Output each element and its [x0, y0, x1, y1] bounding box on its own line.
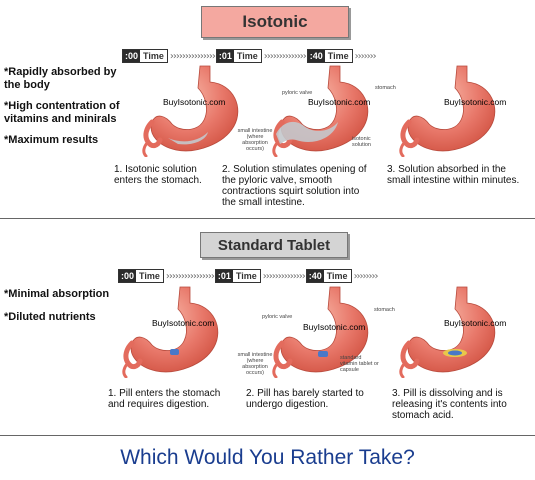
stomach-illustration — [395, 62, 505, 157]
standard-bullet: *Diluted nutrients — [4, 311, 96, 323]
timeline-arrows: ›››››››› — [353, 270, 379, 282]
label-standard-tablet: standard vitamin tablet or capsule — [340, 355, 379, 373]
watermark: BuyIsotonic.com — [163, 97, 226, 107]
label-isotonic-solution: isotonic solution — [352, 136, 371, 148]
closing-question: Which Would You Rather Take? — [120, 446, 415, 469]
watermark: BuyIsotonic.com — [444, 318, 507, 328]
isotonic-solution — [276, 121, 338, 144]
label-pyloric-valve: pyloric valve — [262, 314, 293, 320]
isotonic-bullet: *Rapidly absorbed by the body — [4, 66, 117, 91]
watermark: BuyIsotonic.com — [308, 97, 371, 107]
isotonic-bullet: *High contentration of vitamins and mini… — [4, 100, 120, 125]
isotonic-caption-2: 2. Solution stimulates opening of the py… — [222, 164, 367, 208]
standard-bullet: *Minimal absorption — [4, 288, 110, 300]
section-divider — [0, 435, 535, 436]
section-divider — [0, 218, 535, 219]
timeline-arrows: ›››››››››››››› — [262, 270, 306, 282]
stomach-illustration — [268, 62, 378, 157]
timeline-arrows: ›››››››››››››› — [263, 50, 307, 62]
label-pyloric-valve: pyloric valve — [282, 90, 313, 96]
standard-caption-1: 1. Pill enters the stomach and requires … — [108, 388, 221, 410]
isotonic-bullets: *Rapidly absorbed by the body *High cont… — [4, 66, 130, 155]
stomach-illustration — [395, 283, 505, 378]
standard-caption-2: 2. Pill has barely started to undergo di… — [246, 388, 364, 410]
standard-caption-3: 3. Pill is dissolving and is releasing i… — [392, 388, 507, 421]
isotonic-bullet: *Maximum results — [4, 134, 99, 146]
stomach-illustration — [118, 283, 228, 378]
isotonic-caption-1: 1. Isotonic solution enters the stomach. — [114, 164, 202, 186]
isotonic-title-text: Isotonic — [242, 12, 308, 31]
standard-bullets: *Minimal absorption *Diluted nutrients — [4, 288, 130, 332]
standard-title: Standard Tablet — [200, 232, 348, 258]
watermark: BuyIsotonic.com — [152, 318, 215, 328]
watermark: BuyIsotonic.com — [303, 322, 366, 332]
isotonic-solution — [168, 132, 208, 145]
label-stomach: stomach — [374, 307, 395, 313]
timeline-arrows: ›››››››››››››››› — [165, 270, 215, 282]
tablet-pill — [318, 351, 328, 357]
label-small-intestine: small intestine (where absorption occurs… — [237, 128, 273, 152]
timeline-arrows: ››››››››››››››› — [169, 50, 216, 62]
tablet-pill — [170, 349, 179, 355]
isotonic-caption-3: 3. Solution absorbed in the small intest… — [387, 164, 520, 186]
isotonic-title: Isotonic — [201, 6, 349, 38]
stomach-illustration — [268, 283, 378, 378]
label-small-intestine: small intestine (where absorption occurs… — [237, 352, 273, 376]
stomach-illustration — [138, 62, 248, 157]
timeline-arrows: ››››››› — [354, 50, 377, 62]
watermark: BuyIsotonic.com — [444, 97, 507, 107]
label-stomach: stomach — [375, 85, 396, 91]
standard-title-text: Standard Tablet — [217, 236, 331, 254]
